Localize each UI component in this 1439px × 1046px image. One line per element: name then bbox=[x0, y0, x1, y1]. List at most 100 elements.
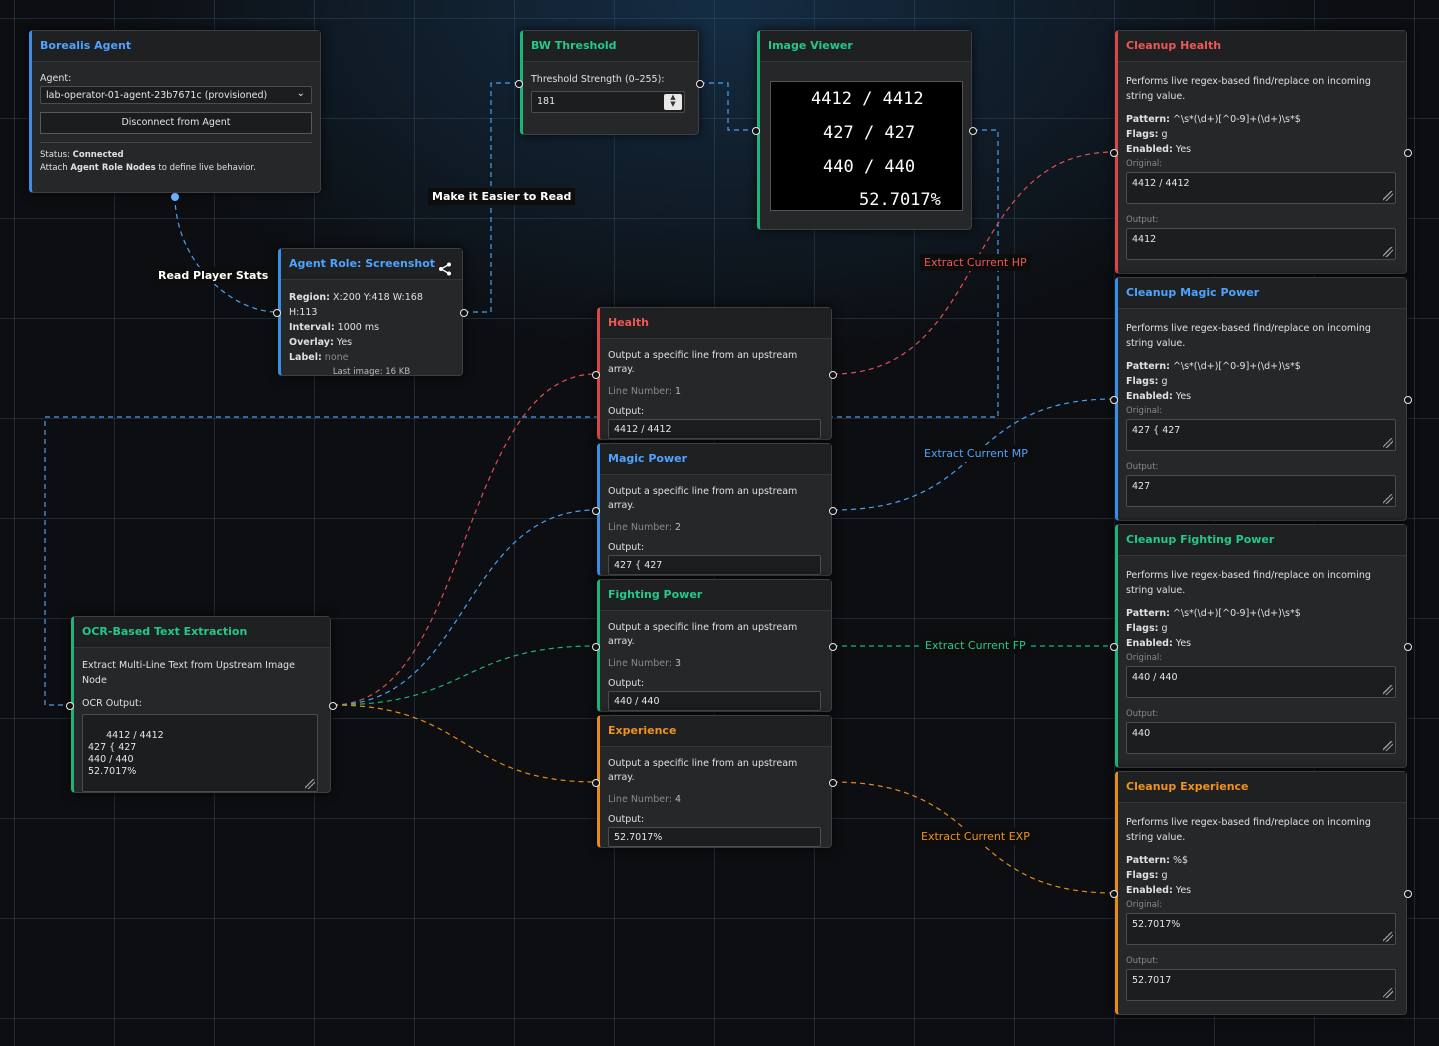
exp-output-port[interactable] bbox=[829, 779, 837, 787]
edge-label-easier[interactable]: Make it Easier to Read bbox=[428, 188, 576, 205]
original-textarea[interactable]: 52.7017% bbox=[1126, 913, 1396, 945]
resize-grip-icon[interactable] bbox=[1383, 438, 1393, 448]
cleanup-health-input-port[interactable] bbox=[1110, 149, 1118, 157]
original-textarea[interactable]: 4412 / 4412 bbox=[1126, 172, 1396, 204]
agent-role-screenshot-node[interactable]: Agent Role: Screenshot Region: X:200 Y:4… bbox=[278, 248, 463, 377]
role-output-port[interactable] bbox=[460, 309, 468, 317]
cleanup-exp-output-port[interactable] bbox=[1404, 890, 1412, 898]
health-output-port[interactable] bbox=[829, 371, 837, 379]
line-number-value: 1 bbox=[675, 386, 682, 397]
output-textarea[interactable]: 427 bbox=[1126, 475, 1396, 507]
bw-threshold-node[interactable]: BW Threshold Threshold Strength (0–255):… bbox=[520, 30, 699, 135]
cleanup-mp-output-port[interactable] bbox=[1404, 396, 1412, 404]
resize-grip-icon[interactable] bbox=[1383, 741, 1393, 751]
line-node-health[interactable]: Health Output a specific line from an up… bbox=[597, 307, 832, 440]
original-label: Original: bbox=[1126, 159, 1163, 169]
cleanup-health-output-port[interactable] bbox=[1404, 149, 1412, 157]
line-output-field[interactable]: 4412 / 4412 bbox=[608, 419, 821, 439]
edge-label-read-stats[interactable]: Read Player Stats bbox=[154, 267, 273, 284]
health-input-port[interactable] bbox=[592, 371, 600, 379]
enabled-value: Yes bbox=[1175, 144, 1192, 155]
resize-grip-icon[interactable] bbox=[1383, 932, 1393, 942]
region-line: Region: X:200 Y:418 W:168 H:113 bbox=[289, 290, 454, 320]
ocr-text-extraction-node[interactable]: OCR-Based Text Extraction Extract Multi-… bbox=[71, 616, 331, 793]
mp-output-port[interactable] bbox=[829, 507, 837, 515]
cleanup-node-experience[interactable]: Cleanup Experience Performs live regex-b… bbox=[1115, 771, 1407, 1015]
edge-label-fp[interactable]: Extract Current FP bbox=[921, 637, 1030, 654]
line-number-row: Line Number: 2 bbox=[608, 521, 823, 535]
original-textarea[interactable]: 427 { 427 bbox=[1126, 419, 1396, 451]
mp-input-port[interactable] bbox=[592, 507, 600, 515]
cleanup-mp-input-port[interactable] bbox=[1110, 396, 1118, 404]
threshold-input[interactable]: 181 ▲▼ bbox=[531, 91, 685, 113]
line-node-magic-power[interactable]: Magic Power Output a specific line from … bbox=[597, 443, 832, 576]
resize-grip-icon[interactable] bbox=[1383, 247, 1393, 257]
flags-row: Flags: g bbox=[1126, 127, 1398, 142]
line-desc: Output a specific line from an upstream … bbox=[608, 758, 798, 783]
line-number-label: Line Number: bbox=[608, 522, 673, 533]
line-output-field[interactable]: 440 / 440 bbox=[608, 691, 821, 711]
enabled-value: Yes bbox=[1175, 638, 1192, 649]
viewer-line-4: 52.7017% bbox=[859, 190, 941, 210]
viewer-input-port[interactable] bbox=[752, 127, 760, 135]
fp-input-port[interactable] bbox=[592, 643, 600, 651]
cleanup-fp-output-port[interactable] bbox=[1404, 643, 1412, 651]
line-output-field[interactable]: 52.7017% bbox=[608, 827, 821, 847]
agent-output-port[interactable] bbox=[171, 193, 179, 201]
resize-grip-icon[interactable] bbox=[1383, 685, 1393, 695]
line-node-fighting-power[interactable]: Fighting Power Output a specific line fr… bbox=[597, 579, 832, 712]
cleanup-fp-input-port[interactable] bbox=[1110, 643, 1118, 651]
bw-output-port[interactable] bbox=[696, 80, 704, 88]
node-title: Cleanup Fighting Power bbox=[1118, 525, 1406, 556]
pattern-label: Pattern: bbox=[1126, 114, 1170, 125]
output-textarea[interactable]: 440 bbox=[1126, 722, 1396, 754]
role-input-port[interactable] bbox=[273, 309, 281, 317]
cleanup-desc: Performs live regex-based find/replace o… bbox=[1126, 76, 1371, 102]
exp-input-port[interactable] bbox=[592, 779, 600, 787]
role-title-text: Agent Role: Screenshot bbox=[289, 257, 436, 270]
edge-label-exp[interactable]: Extract Current EXP bbox=[917, 828, 1034, 845]
output-textarea[interactable]: 4412 bbox=[1126, 228, 1396, 260]
cleanup-node-fighting-power[interactable]: Cleanup Fighting Power Performs live reg… bbox=[1115, 524, 1407, 768]
flags-row: Flags: g bbox=[1126, 374, 1398, 389]
image-viewer-node[interactable]: Image Viewer 4412 / 4412 427 / 427 440 /… bbox=[757, 30, 972, 230]
resize-grip-icon[interactable] bbox=[1383, 988, 1393, 998]
agent-select[interactable]: lab-operator-01-agent-23b7671c (provisio… bbox=[40, 86, 312, 104]
resize-grip-icon[interactable] bbox=[1383, 191, 1393, 201]
ocr-input-port[interactable] bbox=[66, 702, 74, 710]
cleanup-node-health[interactable]: Cleanup Health Performs live regex-based… bbox=[1115, 30, 1407, 274]
disconnect-button[interactable]: Disconnect from Agent bbox=[40, 112, 312, 134]
flags-value: g bbox=[1161, 376, 1168, 387]
agent-label: Agent: bbox=[40, 73, 72, 84]
line-node-experience[interactable]: Experience Output a specific line from a… bbox=[597, 715, 832, 848]
cleanup-exp-input-port[interactable] bbox=[1110, 890, 1118, 898]
spinner-arrows-icon[interactable]: ▲▼ bbox=[664, 94, 682, 110]
output-textarea[interactable]: 52.7017 bbox=[1126, 969, 1396, 1001]
hint-post: to define live behavior. bbox=[158, 163, 256, 173]
overlay-value: Yes bbox=[336, 337, 353, 348]
pattern-label: Pattern: bbox=[1126, 608, 1170, 619]
line-output-label: Output: bbox=[608, 542, 645, 553]
status-line: Status: Connected bbox=[40, 149, 312, 162]
ocr-output-port[interactable] bbox=[329, 702, 337, 710]
pattern-value: ^\s*(\d+)[^0-9]+(\d+)\s*$ bbox=[1172, 608, 1301, 619]
edge-label-hp[interactable]: Extract Current HP bbox=[920, 254, 1031, 271]
flags-row: Flags: g bbox=[1126, 868, 1398, 883]
line-number-row: Line Number: 3 bbox=[608, 657, 823, 671]
line-output-field[interactable]: 427 { 427 bbox=[608, 555, 821, 575]
cleanup-node-magic-power[interactable]: Cleanup Magic Power Performs live regex-… bbox=[1115, 277, 1407, 521]
original-textarea[interactable]: 440 / 440 bbox=[1126, 666, 1396, 698]
resize-grip-icon[interactable] bbox=[305, 779, 315, 789]
edge-label-mp[interactable]: Extract Current MP bbox=[920, 445, 1032, 462]
flags-label: Flags: bbox=[1126, 376, 1159, 387]
ocr-output-textarea[interactable]: 4412 / 4412 427 { 427 440 / 440 52.7017% bbox=[82, 714, 318, 792]
viewer-output-port[interactable] bbox=[969, 127, 977, 135]
line-output-label: Output: bbox=[608, 814, 645, 825]
share-icon[interactable] bbox=[438, 258, 452, 276]
node-title: Image Viewer bbox=[760, 31, 971, 62]
line-desc: Output a specific line from an upstream … bbox=[608, 486, 798, 511]
borealis-agent-node[interactable]: Borealis Agent Agent: lab-operator-01-ag… bbox=[29, 30, 321, 193]
bw-input-port[interactable] bbox=[515, 80, 523, 88]
fp-output-port[interactable] bbox=[829, 643, 837, 651]
resize-grip-icon[interactable] bbox=[1383, 494, 1393, 504]
